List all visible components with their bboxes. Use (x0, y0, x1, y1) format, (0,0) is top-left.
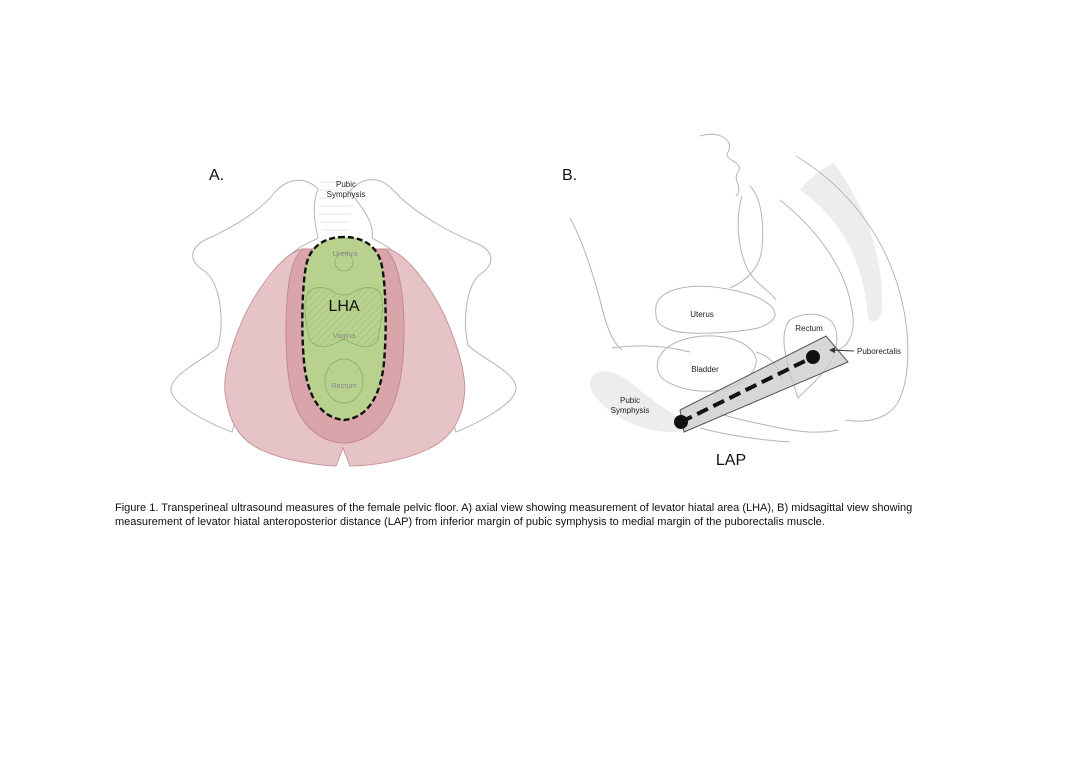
pubic-symphysis-label-a-line1: Pubic (336, 180, 356, 189)
lap-band (679, 335, 849, 433)
figure-caption: Figure 1. Transperineal ultrasound measu… (115, 502, 913, 528)
urethra-outline (334, 252, 354, 272)
lha-label: LHA (328, 298, 359, 315)
pubic-symphysis-shape (589, 371, 691, 432)
pubic-symphysis-label-b-line2: Symphysis (611, 406, 650, 415)
lap-label: LAP (716, 452, 746, 469)
lap-start-point (674, 415, 688, 429)
bladder-label: Bladder (691, 365, 719, 374)
rectum-label-b: Rectum (795, 324, 823, 333)
pubic-symphysis-lines (318, 181, 351, 231)
urethra-label: Urethra (332, 249, 358, 258)
panel-a: A. Pubic Symphysis Ure (170, 167, 517, 467)
anatomy-outlines (569, 133, 909, 443)
lap-measurement-line (680, 355, 814, 424)
panel-b: B. (562, 133, 909, 469)
sacrum-shape (800, 163, 883, 322)
puborectalis-arrow (829, 347, 855, 354)
pubic-symphysis-label-b-line1: Pubic (620, 396, 640, 405)
vagina-label: Vagina (333, 331, 357, 340)
vagina-outline (304, 287, 383, 347)
puborectalis-label: Puborectalis (857, 347, 901, 356)
panel-a-label: A. (209, 167, 224, 184)
rectum-outline (324, 358, 364, 404)
pubic-symphysis-label-a-line2: Symphysis (327, 190, 366, 199)
hiatus-dashed-boundary (301, 235, 387, 422)
rectum-label-a: Rectum (331, 381, 357, 390)
lap-end-point (806, 350, 820, 364)
uterus-label: Uterus (690, 310, 714, 319)
panel-b-label: B. (562, 167, 577, 184)
